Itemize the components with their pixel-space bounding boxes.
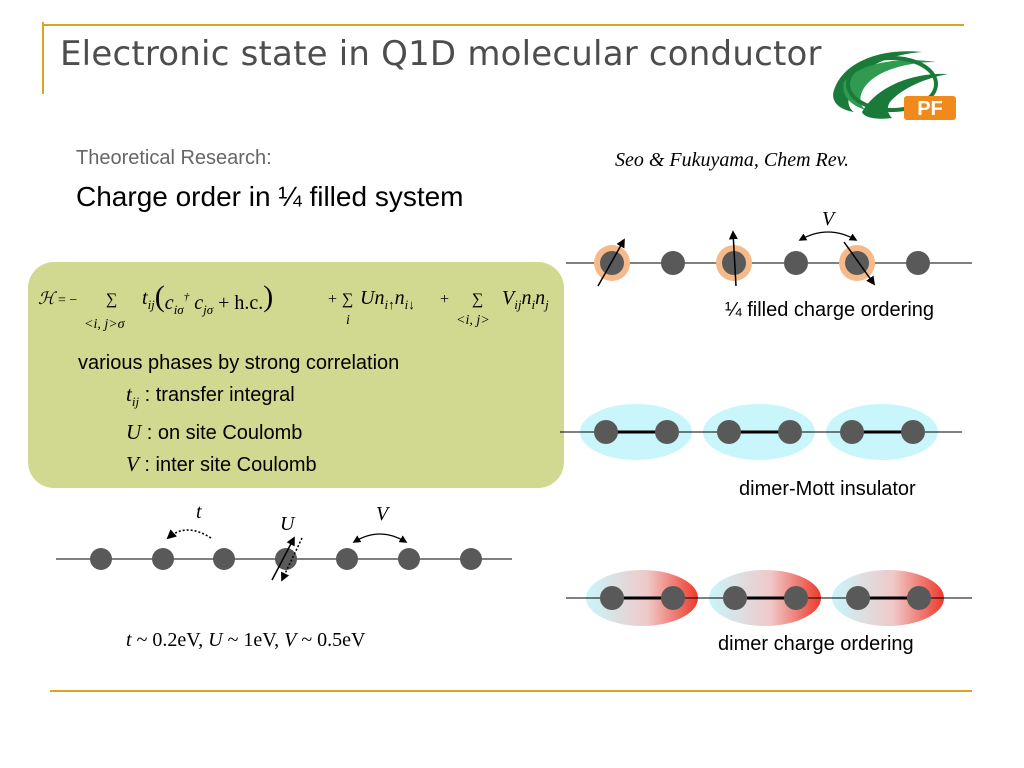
site (213, 548, 235, 570)
spin-arrow (843, 241, 876, 286)
site (152, 548, 174, 570)
pf-logo-text: PF (917, 98, 943, 120)
t-hopping-arrow (166, 529, 212, 540)
sum2-subscript: i (346, 313, 350, 328)
site (661, 586, 685, 610)
description-item-t: tij : transfer integral (126, 382, 295, 409)
hamiltonian-equation: ℋ = − ∑ <i, j>σ tij(ciσ† cjσ + h.c.) + ∑… (38, 280, 549, 332)
subtitle: Theoretical Research: (76, 147, 272, 169)
site (661, 251, 685, 275)
phase-description: various phases by strong correlation tij… (78, 348, 399, 481)
parameter-values: t ~ 0.2eV, U ~ 1eV, V ~ 0.5eV (126, 629, 366, 651)
citation: Seo & Fukuyama, Chem Rev. (615, 149, 849, 171)
site (723, 586, 747, 610)
site (784, 586, 808, 610)
site (594, 420, 618, 444)
heading: Charge order in ¼ filled system (76, 181, 464, 212)
pf-logo-badge (904, 96, 956, 120)
site (90, 548, 112, 570)
spin-arrow (597, 238, 625, 287)
site (906, 251, 930, 275)
V-interaction-arrow (798, 231, 858, 241)
hamiltonian-box (28, 262, 564, 488)
site (901, 420, 925, 444)
title-accent-left-rule (42, 22, 44, 94)
sum1-subscript: <i, j>σ (84, 317, 126, 332)
charge-ordering-diagram: V (566, 208, 972, 287)
site (460, 548, 482, 570)
sum3-subscript: <i, j> (456, 313, 490, 328)
plus-sign-1: + (328, 291, 337, 308)
V-label: V (376, 503, 391, 525)
site (907, 586, 931, 610)
site (336, 548, 358, 570)
site (600, 586, 624, 610)
pf-logo: PF (833, 51, 956, 120)
description-intro: various phases by strong correlation (78, 352, 400, 374)
t-label: t (196, 501, 202, 523)
hamiltonian-eq: = − (58, 293, 77, 308)
U-label: U (280, 513, 296, 535)
sum-symbol-3: ∑ (472, 291, 483, 308)
slide-title: Electronic state in Q1D molecular conduc… (60, 34, 822, 74)
site (398, 548, 420, 570)
hopping-term: tij(ciσ† cjσ + h.c.) (142, 280, 273, 317)
bottom-accent-rule (50, 690, 972, 692)
dimer-charge-ordering-caption: dimer charge ordering (718, 633, 914, 655)
site (840, 420, 864, 444)
dimer-mott-diagram (560, 404, 962, 460)
charge-ordering-caption: ¼ filled charge ordering (725, 299, 935, 321)
site (717, 420, 741, 444)
V-interaction-arrow (352, 533, 408, 543)
dimer-charge-ordering-diagram (566, 570, 972, 626)
site (600, 251, 624, 275)
site (778, 420, 802, 444)
V-label: V (822, 208, 837, 230)
site (846, 586, 870, 610)
spin-arrow (728, 230, 738, 287)
onsite-term: Uni↑ni↓ (360, 287, 415, 312)
site (655, 420, 679, 444)
description-item-V: V : inter site Coulomb (126, 452, 317, 476)
spin-up-arrow (271, 536, 295, 581)
title-accent-top-rule (42, 24, 964, 26)
plus-sign-2: + (440, 291, 449, 308)
site (784, 251, 808, 275)
hamiltonian-H: ℋ (38, 289, 58, 308)
dimer-mott-caption: dimer-Mott insulator (739, 478, 916, 500)
intersite-term: Vijninj (502, 287, 549, 312)
description-item-U: U : on site Coulomb (126, 420, 303, 444)
sum-symbol-1: ∑ (106, 291, 117, 308)
sum-symbol-2: ∑ (342, 291, 353, 308)
chain-interaction-diagram: t U V (56, 501, 512, 582)
